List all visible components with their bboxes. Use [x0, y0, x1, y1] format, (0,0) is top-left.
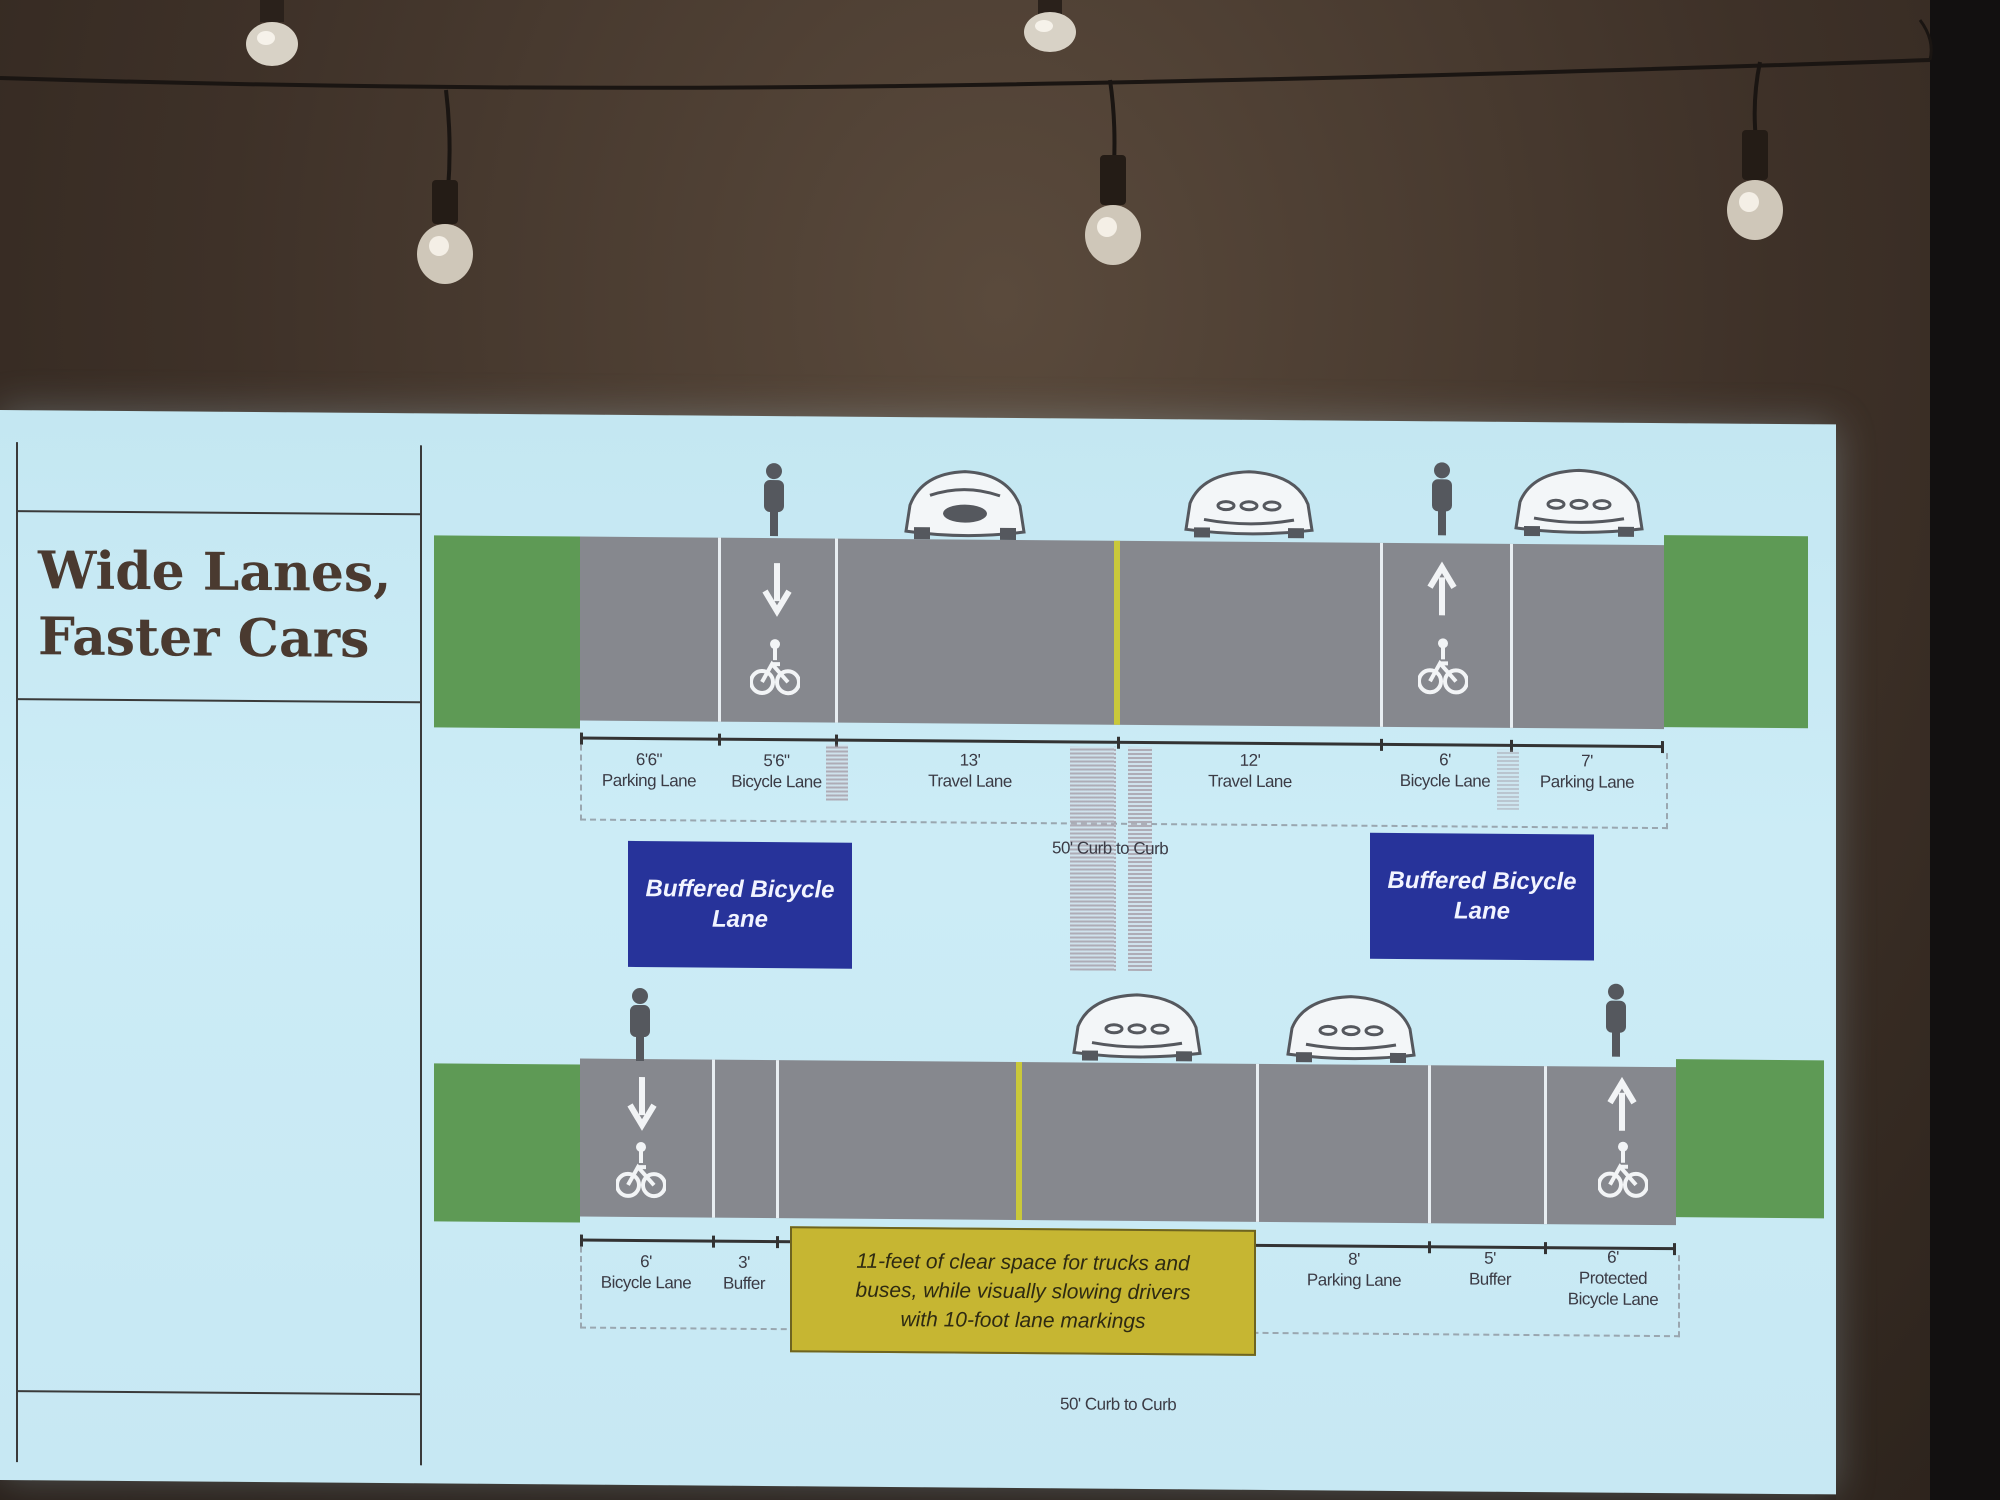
lane-divider	[1510, 543, 1513, 728]
curb-to-curb-label: 50' Curb to Curb	[1060, 1394, 1177, 1415]
arrow-down-icon	[627, 1077, 657, 1131]
panel-divider	[16, 1390, 420, 1396]
sidewalk-grass-right	[1664, 535, 1808, 729]
string-light-bulb-icon	[1727, 130, 1783, 240]
panel-divider	[16, 698, 420, 704]
dimension-tick	[1544, 1242, 1547, 1255]
panel-border	[16, 442, 18, 1463]
lane-divider	[1428, 1065, 1431, 1224]
sidewalk-grass-left	[434, 535, 580, 729]
dimension-tick	[712, 1235, 715, 1248]
sidewalk-grass-left	[434, 1063, 580, 1223]
dimension-tick	[1428, 1241, 1431, 1254]
cyclist-icon	[764, 463, 784, 537]
string-light-bulb-icon	[246, 0, 298, 66]
arrow-up-icon	[1607, 1076, 1637, 1131]
dimension-tick	[580, 1234, 583, 1247]
lane-label: 6'Protected Bicycle Lane	[1567, 1247, 1659, 1310]
bicycle-marking-icon	[1418, 638, 1468, 695]
car-icon	[1514, 468, 1644, 537]
clear-space-callout: 11-feet of clear space for trucks and bu…	[790, 1226, 1256, 1356]
arrow-down-icon	[762, 563, 792, 617]
lane-divider	[718, 537, 721, 722]
lane-label: 6'Bicycle Lane	[600, 1252, 692, 1293]
dimension-tick	[1117, 736, 1120, 749]
lane-label: 6'6"Parking Lane	[601, 749, 697, 791]
string-light-bulb-icon	[417, 180, 473, 284]
car-icon	[1184, 470, 1314, 539]
arrow-up-icon	[1427, 561, 1457, 616]
cyclist-icon	[630, 988, 650, 1062]
road-top	[580, 536, 1664, 730]
bicycle-marking-icon	[750, 639, 800, 696]
car-icon	[1286, 995, 1416, 1064]
lane-label: 7'Parking Lane	[1539, 751, 1635, 792]
lane-label: 5'6"Bicycle Lane	[731, 750, 822, 792]
cyclist-icon	[1606, 983, 1626, 1057]
lane-divider	[712, 1059, 715, 1218]
dimension-tick	[580, 732, 583, 745]
panel-border	[420, 445, 422, 1466]
lane-divider	[776, 1060, 779, 1219]
cyclist-icon	[1432, 462, 1452, 536]
sidewalk-grass-right	[1676, 1059, 1824, 1219]
buffered-bicycle-lane-callout-right: Buffered Bicycle Lane	[1370, 832, 1594, 961]
lane-divider	[835, 538, 838, 723]
lane-divider	[1380, 542, 1383, 727]
panel-divider	[16, 510, 420, 516]
lane-divider	[1544, 1066, 1547, 1225]
car-icon	[1072, 993, 1202, 1062]
dimension-tick	[776, 1236, 779, 1249]
projected-slide: Wide Lanes, Faster Cars	[0, 410, 1836, 1495]
lane-label: 8'Parking Lane	[1306, 1249, 1402, 1291]
dark-edge	[1930, 0, 2000, 1500]
slide-title: Wide Lanes, Faster Cars	[38, 540, 392, 670]
lane-label: 3'Buffer	[722, 1252, 766, 1294]
car-icon	[904, 470, 1026, 540]
string-light-wire	[0, 0, 1933, 191]
lane-label: 12'Travel Lane	[1208, 750, 1292, 792]
buffered-bicycle-lane-callout-left: Buffered Bicycle Lane	[628, 840, 852, 969]
bicycle-marking-icon	[616, 1142, 666, 1199]
center-line	[1114, 540, 1120, 725]
lane-label: 13'Travel Lane	[928, 750, 1012, 791]
string-light-bulb-icon	[1085, 155, 1141, 265]
lane-label: 5'Buffer	[1468, 1248, 1512, 1289]
curb-to-curb-label: 50' Curb to Curb	[1052, 838, 1169, 859]
string-light-bulb-icon	[1024, 0, 1076, 52]
dimension-tick	[718, 733, 721, 746]
bicycle-marking-icon	[1598, 1141, 1648, 1198]
lane-label: 6'Bicycle Lane	[1399, 750, 1491, 791]
center-line	[1016, 1061, 1022, 1221]
lane-divider	[1256, 1063, 1259, 1222]
road-bottom	[580, 1058, 1676, 1226]
